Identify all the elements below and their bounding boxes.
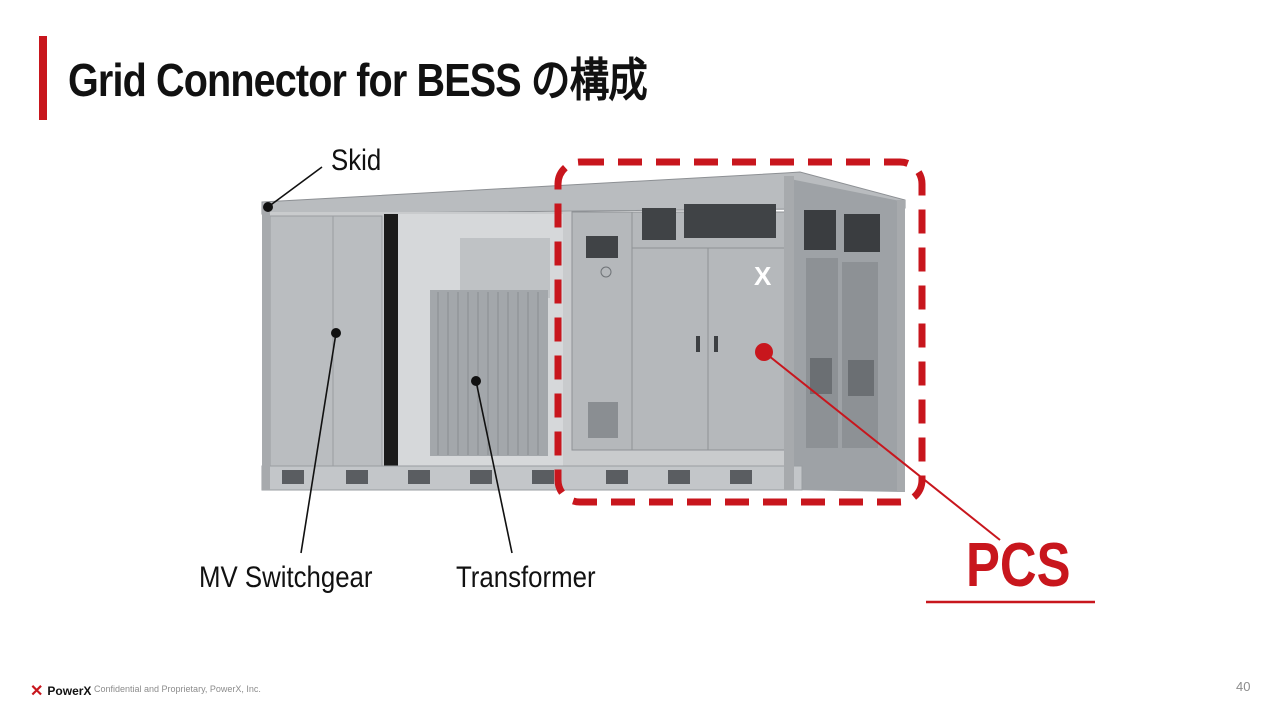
mv-switchgear-label: MV Switchgear [199,561,373,594]
pcs-label: PCS [966,531,1071,600]
transformer-label: Transformer [456,561,596,594]
transformer-dot [471,376,481,386]
switchgear-dot [331,328,341,338]
pcs-highlight-box [554,158,926,506]
switchgear-leader [300,332,337,554]
footer-brand: ✕ PowerX [30,681,91,701]
skid-label: Skid [331,144,382,177]
brand-name: PowerX [47,684,92,698]
skid-leader [267,166,323,208]
pcs-dot [755,343,773,361]
transformer-leader [475,380,513,554]
x-logo-icon: ✕ [30,683,44,700]
container-unit [261,171,906,492]
container-logo: X [754,261,772,291]
page-number: 40 [1236,679,1251,694]
pcs-leader [763,351,1001,541]
skid-dot [263,202,273,212]
page-title: Grid Connector for BESS の構成 [68,54,648,106]
title-accent-bar [39,36,47,120]
confidential-notice: Confidential and Proprietary, PowerX, In… [94,684,261,694]
